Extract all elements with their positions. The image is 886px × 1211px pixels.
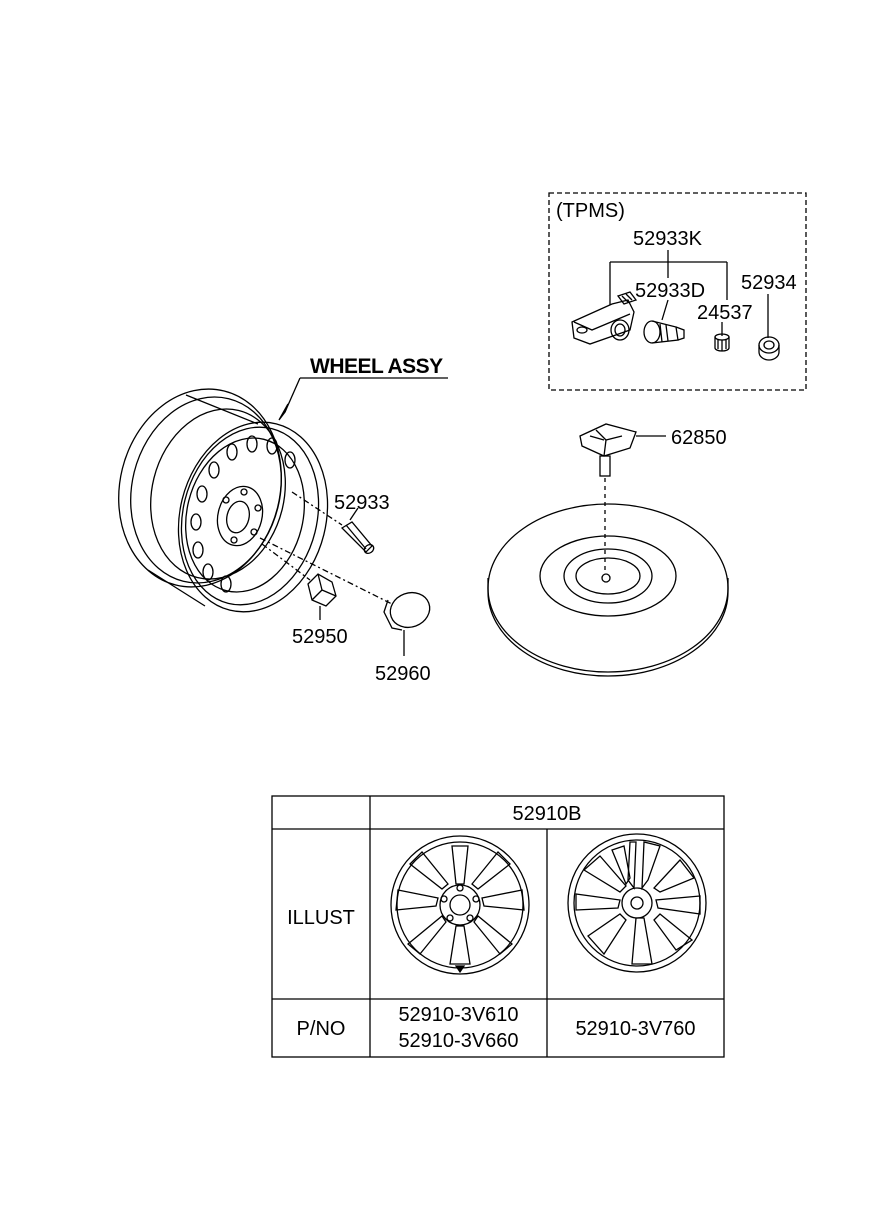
alloy-wheel-2-icon [567, 833, 707, 973]
part-number-52950[interactable]: 52950 [292, 626, 348, 648]
tpms-valve-icon [643, 320, 685, 344]
tpms-sensor-icon [571, 291, 638, 345]
table-pno-col1-a[interactable]: 52910-3V610 [398, 1004, 519, 1026]
part-number-52934[interactable]: 52934 [741, 272, 797, 294]
wheel-table-grid [271, 795, 725, 1058]
part-number-52933k[interactable]: 52933K [633, 228, 702, 250]
wheel-assy-label: WHEEL ASSY [310, 355, 443, 378]
tpms-nut-icon [758, 336, 780, 361]
table-row-label-pno: P/NO [296, 1018, 346, 1040]
wheel-assy-leader [278, 377, 448, 421]
part-number-52960[interactable]: 52960 [375, 663, 431, 685]
tpms-bracket [609, 250, 769, 338]
hub-cap-icon [259, 537, 431, 656]
tpms-title: (TPMS) [556, 200, 625, 222]
spare-tire-icon [487, 503, 729, 677]
table-header-52910b[interactable]: 52910B [512, 803, 582, 825]
part-number-62850[interactable]: 62850 [671, 427, 727, 449]
steel-wheel-icon [118, 388, 329, 613]
tpms-box [548, 192, 807, 391]
valve-stem-icon [291, 491, 375, 555]
spare-tire-bolt-icon [579, 423, 666, 574]
table-row-label-illust: ILLUST [287, 907, 355, 929]
part-number-52933[interactable]: 52933 [334, 492, 390, 514]
part-number-24537[interactable]: 24537 [697, 302, 753, 324]
valve-core-icon [714, 333, 730, 352]
table-pno-col2[interactable]: 52910-3V760 [575, 1018, 696, 1040]
table-pno-col1-b[interactable]: 52910-3V660 [398, 1030, 519, 1052]
lug-nut-icon [261, 543, 337, 620]
part-number-52933d[interactable]: 52933D [635, 280, 706, 302]
alloy-wheel-1-icon [390, 835, 530, 975]
